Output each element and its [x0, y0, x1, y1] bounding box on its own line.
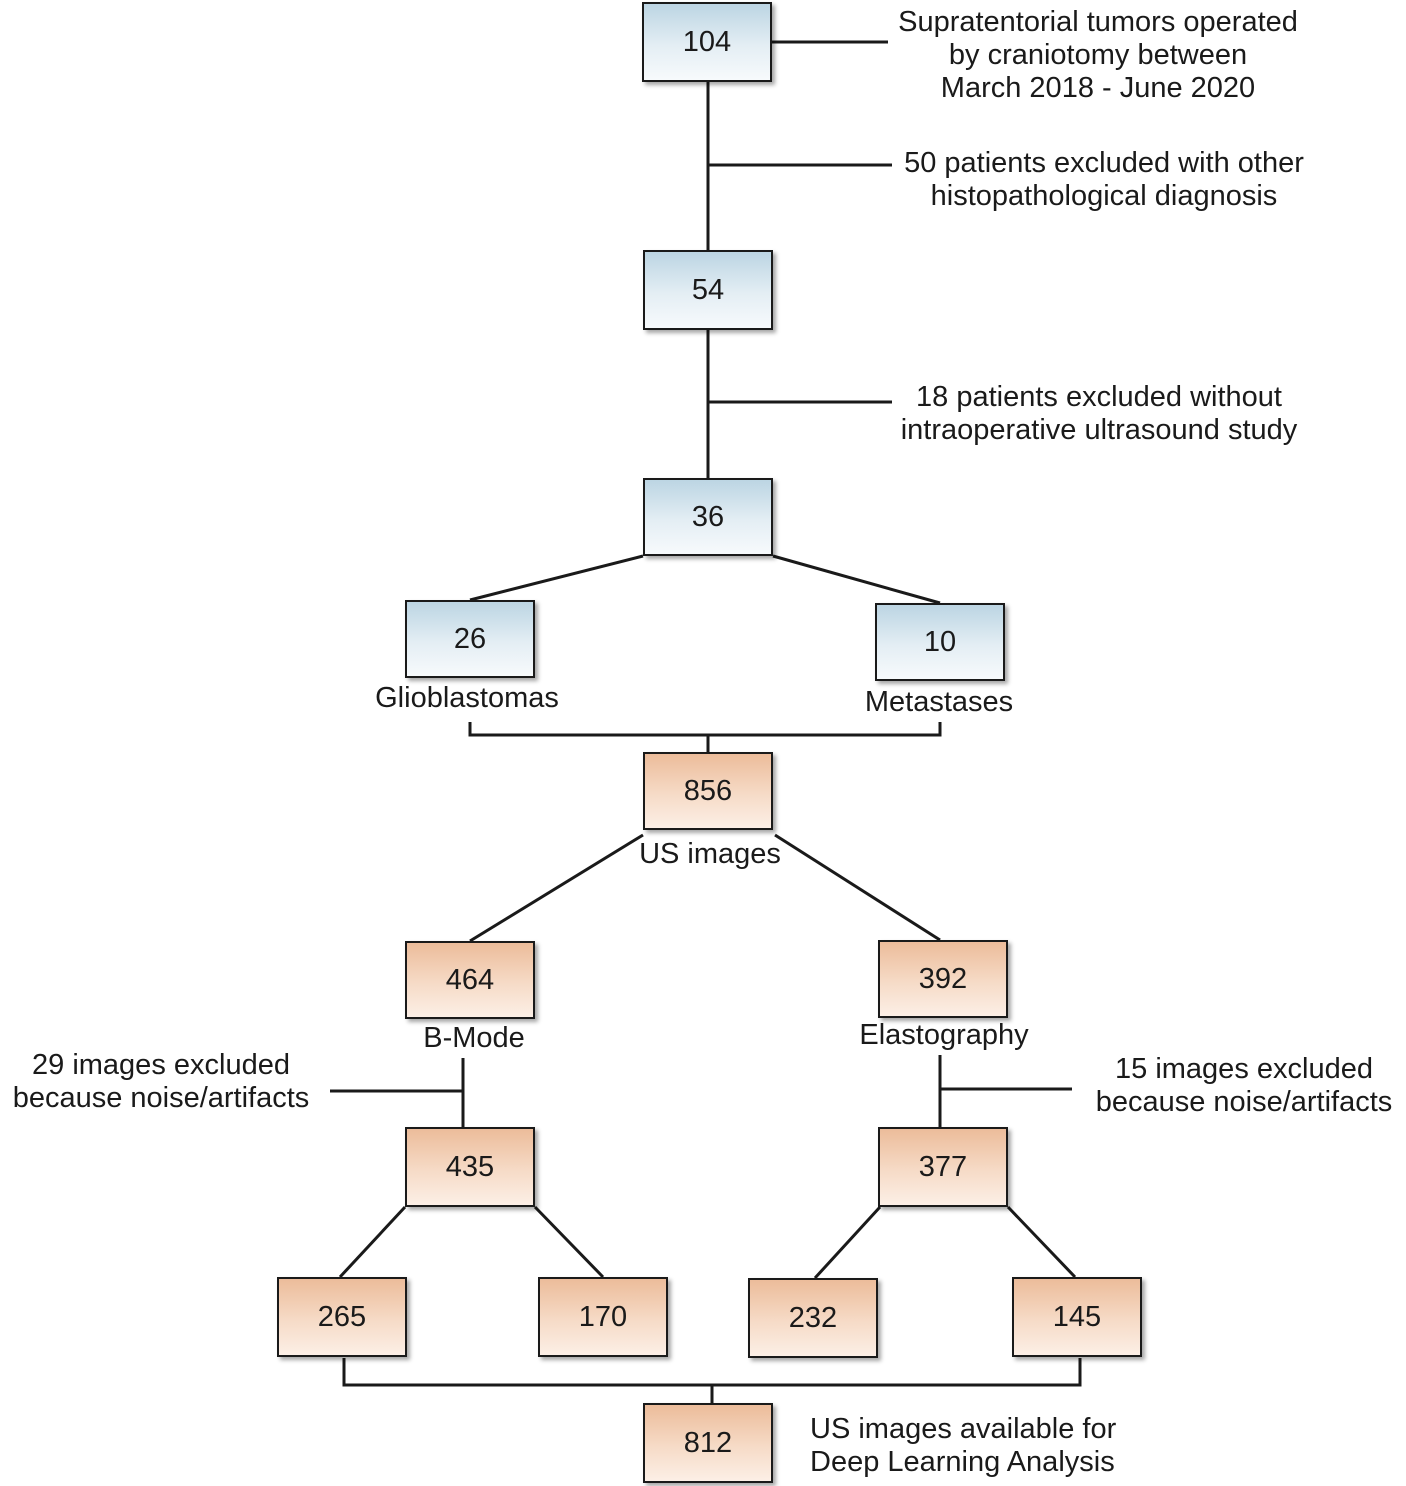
- label-line: 50 patients excluded with other: [904, 147, 1304, 179]
- label-metastases: Metastases: [865, 686, 1013, 719]
- node-392-elastography: 392: [878, 940, 1008, 1018]
- node-value: 377: [918, 1150, 968, 1183]
- node-value: 392: [918, 962, 968, 995]
- node-36: 36: [643, 478, 773, 556]
- label-line: because noise/artifacts: [1095, 1086, 1393, 1118]
- label-line: 18 patients excluded without: [916, 381, 1282, 413]
- node-value: 170: [578, 1300, 628, 1333]
- label-line: US images available for: [810, 1413, 1117, 1445]
- label-text: Elastography: [859, 1019, 1029, 1051]
- node-value: 54: [691, 273, 725, 306]
- node-value: 856: [683, 774, 733, 807]
- node-26-glioblastomas: 26: [405, 600, 535, 678]
- label-elastography: Elastography: [859, 1019, 1028, 1052]
- node-value: 464: [445, 963, 495, 996]
- label-glioblastomas: Glioblastomas: [375, 682, 559, 715]
- label-text: Metastases: [864, 686, 1014, 718]
- node-value: 145: [1052, 1300, 1102, 1333]
- label-b-mode: B-Mode: [423, 1022, 525, 1055]
- label-line: Supratentorial tumors operated: [898, 6, 1298, 38]
- node-145: 145: [1012, 1277, 1142, 1357]
- label-line: by craniotomy between: [948, 39, 1248, 71]
- label-line: intraoperative ultrasound study: [900, 414, 1298, 446]
- node-377: 377: [878, 1127, 1008, 1207]
- node-value: 104: [682, 25, 732, 58]
- node-54: 54: [643, 250, 773, 330]
- label-start: Supratentorial tumors operated by cranio…: [898, 6, 1298, 105]
- node-value: 10: [923, 625, 957, 658]
- label-final: US images available for Deep Learning An…: [810, 1413, 1116, 1479]
- node-435: 435: [405, 1127, 535, 1207]
- label-line: because noise/artifacts: [12, 1082, 310, 1114]
- label-excl-histo: 50 patients excluded with other histopat…: [904, 147, 1304, 213]
- label-line: March 2018 - June 2020: [940, 72, 1256, 104]
- label-excl-elasto: 15 images excluded because noise/artifac…: [1096, 1053, 1393, 1119]
- node-10-metastases: 10: [875, 603, 1005, 681]
- node-232: 232: [748, 1278, 878, 1358]
- label-text: Glioblastomas: [375, 682, 559, 714]
- label-line: histopathological diagnosis: [930, 180, 1278, 212]
- node-856-us-images: 856: [643, 752, 773, 830]
- node-value: 812: [683, 1426, 733, 1459]
- node-value: 265: [317, 1300, 367, 1333]
- label-line: 29 images excluded: [32, 1049, 290, 1081]
- node-265: 265: [277, 1277, 407, 1357]
- node-value: 26: [453, 622, 487, 655]
- label-line: 15 images excluded: [1115, 1053, 1373, 1085]
- label-line: Deep Learning Analysis: [810, 1446, 1115, 1478]
- node-464-b-mode: 464: [405, 941, 535, 1019]
- node-104: 104: [642, 2, 772, 82]
- node-value: 435: [445, 1150, 495, 1183]
- node-170: 170: [538, 1277, 668, 1357]
- node-812-final: 812: [643, 1403, 773, 1483]
- label-excl-us: 18 patients excluded without intraoperat…: [901, 381, 1298, 447]
- label-text: US images: [639, 838, 781, 870]
- label-text: B-Mode: [423, 1022, 525, 1054]
- node-value: 232: [788, 1301, 838, 1334]
- node-value: 36: [691, 500, 725, 533]
- label-us-images: US images: [639, 838, 781, 871]
- label-excl-bmode: 29 images excluded because noise/artifac…: [13, 1049, 310, 1115]
